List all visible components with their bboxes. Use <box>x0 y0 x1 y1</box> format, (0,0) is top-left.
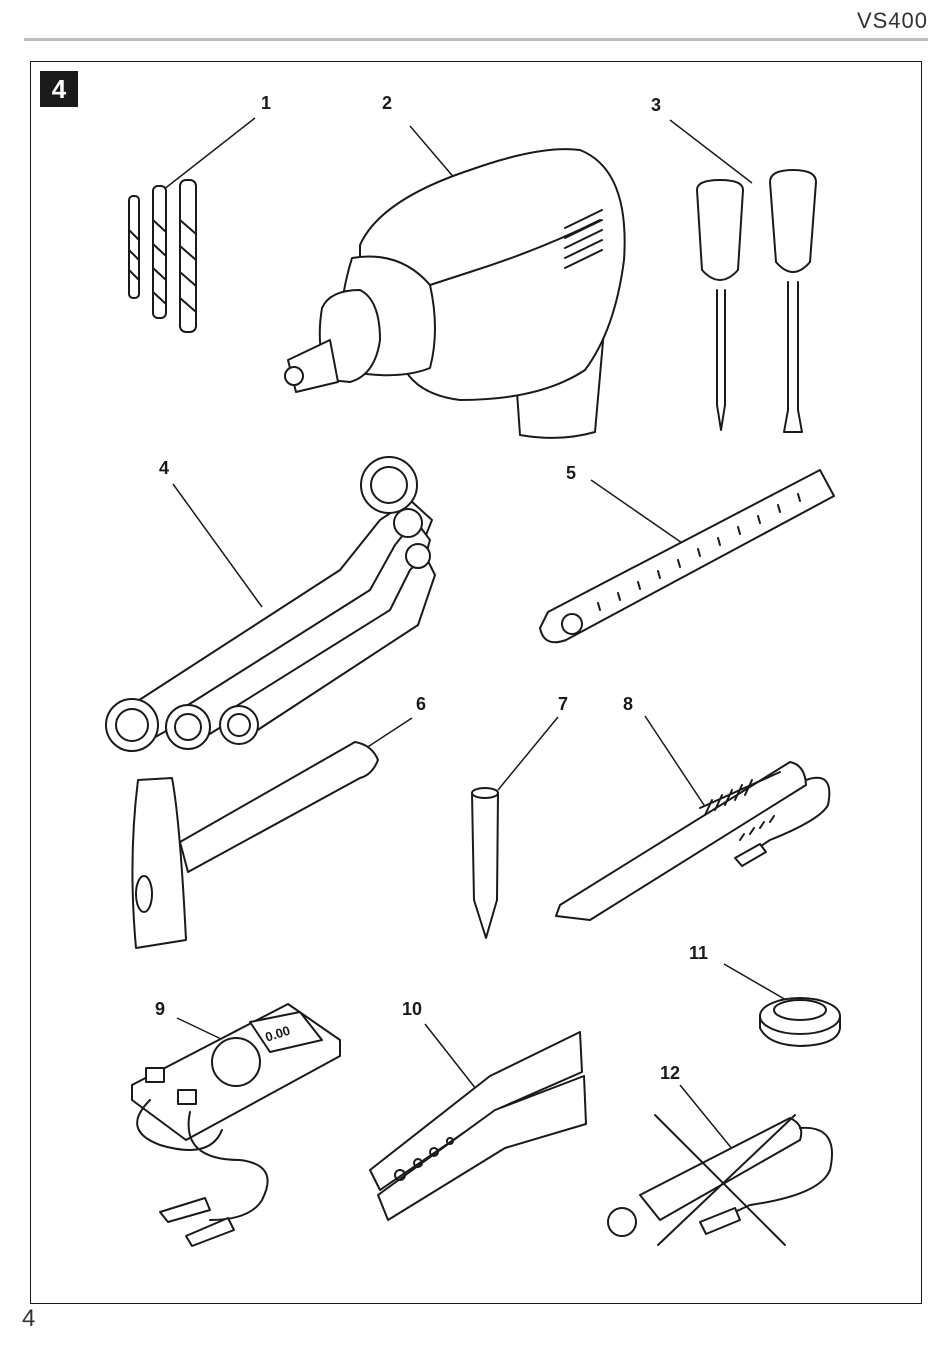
callout-1: 1 <box>261 93 271 113</box>
multimeter-drawing <box>132 1004 340 1246</box>
callout-6: 6 <box>416 694 426 714</box>
voltage-tester-drawing <box>556 762 829 920</box>
callout-10: 10 <box>402 999 422 1019</box>
screwdrivers-drawing <box>697 170 816 432</box>
wire-stripper-drawing <box>370 1032 586 1220</box>
drill-bits-drawing <box>129 180 196 332</box>
callout-5: 5 <box>566 463 576 483</box>
ruler-drawing <box>540 470 834 642</box>
callout-8: 8 <box>623 694 633 714</box>
hammer-drawing <box>132 742 378 948</box>
insulating-tape-drawing <box>760 998 840 1046</box>
callout-7: 7 <box>558 694 568 714</box>
callout-9: 9 <box>155 999 165 1019</box>
page-number: 4 <box>22 1305 35 1333</box>
callout-3: 3 <box>651 95 661 115</box>
callout-4: 4 <box>159 458 169 478</box>
centre-punch-drawing <box>472 788 498 938</box>
power-drill-drawing <box>285 149 625 438</box>
ring-spanners-drawing <box>106 457 435 751</box>
callout-12: 12 <box>660 1063 680 1083</box>
callout-2: 2 <box>382 93 392 113</box>
callout-11: 11 <box>689 943 708 963</box>
